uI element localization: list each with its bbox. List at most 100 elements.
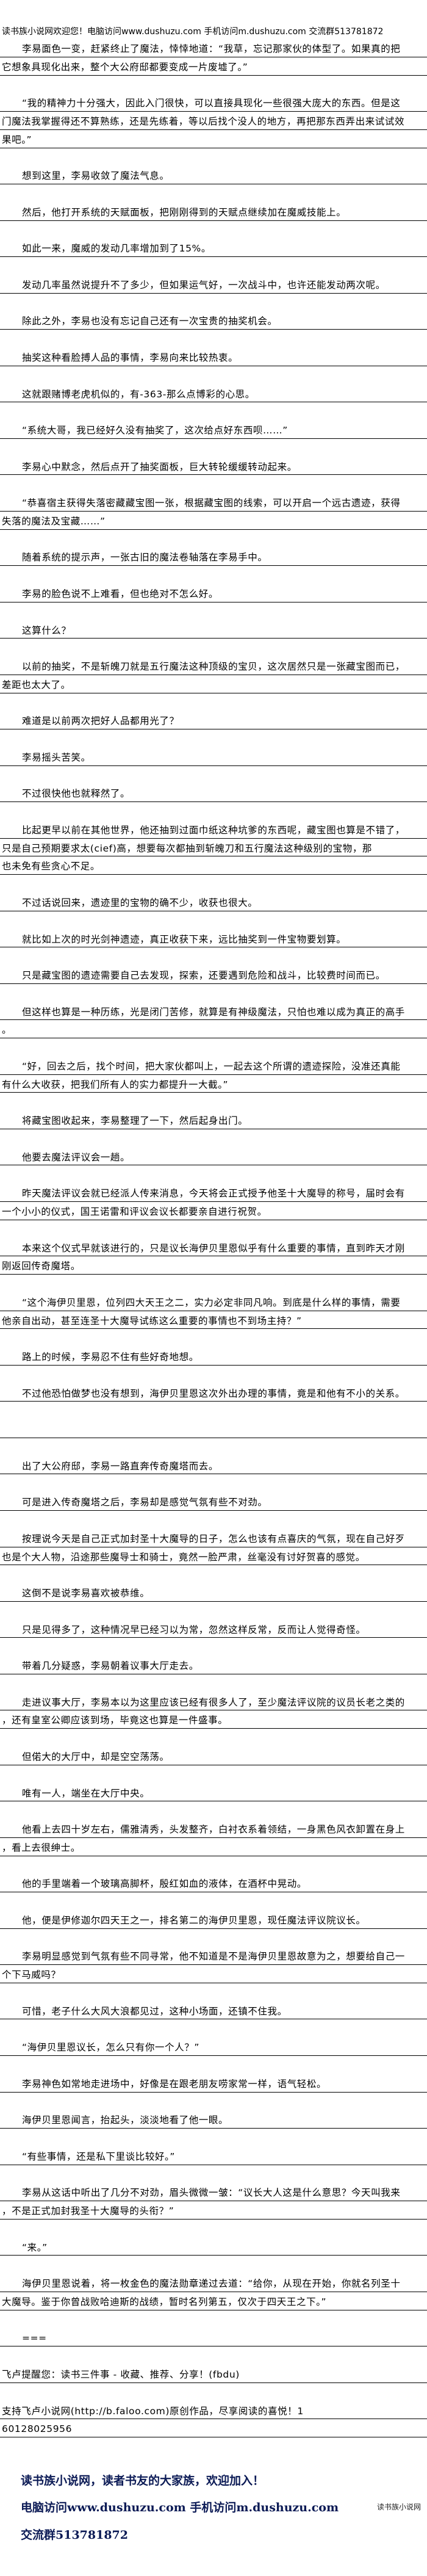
text-line: “海伊贝里恩议长，怎么只有你一个人？” xyxy=(0,2038,427,2056)
paragraph: “恭喜宿主获得失落密藏藏宝图一张，根据藏宝图的线索，可以开启一个远古遗迹，获得失… xyxy=(0,493,427,530)
paragraph: 飞卢提醒您：读书三件事 - 收藏、推荐、分享！(fbdu) xyxy=(0,2365,427,2383)
text-line: ，还有皇室公卿应该到场，毕竟这也算是一件盛事。 xyxy=(0,1710,427,1729)
paragraph: “我的精神力十分强大，因此入门很快，可以直接具现化一些很强大庞大的东西。但是这门… xyxy=(0,93,427,148)
text-line: 不过他恐怕做梦也没有想到，海伊贝里恩这次外出办理的事情，竟是和他有不小的关系。 xyxy=(0,1384,427,1402)
text-line: 带着几分疑惑，李易朝着议事大厅走去。 xyxy=(0,1656,427,1674)
text-line: 果吧。” xyxy=(0,130,427,148)
text-line: 李易神色如常地走进场中，好像是在跟老朋友唠家常一样，语气轻松。 xyxy=(0,2074,427,2093)
text-line: 也是个大人物，沿途那些魔导士和骑士，竟然一脸严肃，丝毫没有讨好贺喜的感觉。 xyxy=(0,1547,427,1566)
text-line: 李易明显感觉到气氛有些不同寻常，他不知道是不是海伊贝里恩故意为之，想要给自己一 xyxy=(0,1947,427,1966)
paragraph: 李易心中默念，然后点开了抽奖面板，巨大转轮缓缓转动起来。 xyxy=(0,457,427,476)
paragraph: “好，回去之后，找个时间，把大家伙都叫上，一起去这个所谓的遗迹探险，没准还真能有… xyxy=(0,1057,427,1093)
text-line: 随着系统的提示声，一张古旧的魔法卷轴落在李易手中。 xyxy=(0,548,427,566)
text-line: 难道是以前两次把好人品都用光了？ xyxy=(0,711,427,730)
text-line: 昨天魔法评议会就已经派人传来消息，今天将会正式授予他圣十大魔导的称号，届时会有 xyxy=(0,1184,427,1202)
paragraph: 本来这个仪式早就该进行的，只是议长海伊贝里恩似乎有什么重要的事情，直到昨天才刚刚… xyxy=(0,1239,427,1275)
paragraph: 除此之外，李易也没有忘记自己还有一次宝贵的抽奖机会。 xyxy=(0,311,427,330)
text-line: 除此之外，李易也没有忘记自己还有一次宝贵的抽奖机会。 xyxy=(0,311,427,330)
paragraph: 李易神色如常地走进场中，好像是在跟老朋友唠家常一样，语气轻松。 xyxy=(0,2074,427,2093)
paragraph: 李易面色一变，赶紧终止了魔法，悻悻地道：“我草，忘记那家伙的体型了。如果真的把它… xyxy=(0,39,427,76)
text-line: 可惜，老子什么大风大浪都见过，这种小场面，还镇不住我。 xyxy=(0,2002,427,2020)
text-line: 他要去魔法评议会一趟。 xyxy=(0,1148,427,1166)
text-line: 只是藏宝图的遗迹需要自己去发现，探索，还要遇到危险和战斗，比较费时间而已。 xyxy=(0,966,427,984)
text-line xyxy=(0,1420,427,1438)
paragraph: 海伊贝里恩说着，将一枚金色的魔法勋章递过去道：“给你，从现在开始，你就名列圣十大… xyxy=(0,2274,427,2310)
paragraph: 但这样也算是一种历练，光是闭门苦修，就算是有神级魔法，只怕也难以成为真正的高手。 xyxy=(0,1002,427,1039)
text-line: 飞卢提醒您：读书三件事 - 收藏、推荐、分享！(fbdu) xyxy=(0,2365,427,2383)
paragraph: 比起更早以前在其他世界，他还抽到过面巾纸这种坑爹的东西呢，藏宝图也算是不错了，只… xyxy=(0,820,427,875)
footer: 读书族小说网，读者书友的大家族，欢迎加入！ 电脑访问www.dushuzu.co… xyxy=(0,2469,427,2576)
paragraph: 可惜，老子什么大风大浪都见过，这种小场面，还镇不住我。 xyxy=(0,2002,427,2020)
text-line: 李易摇头苦笑。 xyxy=(0,748,427,766)
text-line: 比起更早以前在其他世界，他还抽到过面巾纸这种坑爹的东西呢，藏宝图也算是不错了， xyxy=(0,820,427,839)
text-line: 大魔导。鉴于你曾战败哈迪斯的战绩，暂时名列第五，仅次于四天王之下。” xyxy=(0,2292,427,2310)
text-line: 60128025956 xyxy=(0,2419,427,2438)
paragraph: 只是藏宝图的遗迹需要自己去发现，探索，还要遇到危险和战斗，比较费时间而已。 xyxy=(0,966,427,984)
text-line: 将藏宝图收起来，李易整理了一下，然后起身出门。 xyxy=(0,1111,427,1129)
text-line: 抽奖这种看脸搏人品的事情，李易向来比较热衷。 xyxy=(0,348,427,366)
paragraph: 发动几率虽然说提升不了多少，但如果运气好，一次战斗中，也许还能发动两次呢。 xyxy=(0,275,427,294)
paragraph: 只是见得多了，这种情况早已经习以为常，忽然这样反常，反而让人觉得奇怪。 xyxy=(0,1620,427,1638)
text-line: “恭喜宿主获得失落密藏藏宝图一张，根据藏宝图的线索，可以开启一个远古遗迹，获得 xyxy=(0,493,427,512)
paragraph: 将藏宝图收起来，李易整理了一下，然后起身出门。 xyxy=(0,1111,427,1129)
text-line: 支持飞卢小说网(http://b.faloo.com)原创作品，尽享阅读的喜悦！… xyxy=(0,2401,427,2420)
text-line: 这就跟赌博老虎机似的，有-363-那么点博彩的心思。 xyxy=(0,385,427,403)
paragraph: 他要去魔法评议会一趟。 xyxy=(0,1148,427,1166)
paragraph: 支持飞卢小说网(http://b.faloo.com)原创作品，尽享阅读的喜悦！… xyxy=(0,2401,427,2438)
text-line: 失落的魔法及宝藏……” xyxy=(0,512,427,530)
text-line: 门魔法我掌握得还不算熟练，还是先练着，等以后找个没人的地方，再把那东西弄出来试试… xyxy=(0,112,427,130)
text-line: 一个小小的仪式，国王诺雷和评议会议长都要亲自进行祝贺。 xyxy=(0,1202,427,1220)
text-line: 发动几率虽然说提升不了多少，但如果运气好，一次战斗中，也许还能发动两次呢。 xyxy=(0,275,427,294)
text-line: “系统大哥，我已经好久没有抽奖了，这次给点好东西呗……” xyxy=(0,421,427,439)
text-line: 有什么大收获，把我们所有人的实力都提升一大截。” xyxy=(0,1075,427,1093)
paragraph: 可是进入传奇魔塔之后，李易却是感觉气氛有些不对劲。 xyxy=(0,1492,427,1511)
text-line: 可是进入传奇魔塔之后，李易却是感觉气氛有些不对劲。 xyxy=(0,1492,427,1511)
text-line: 本来这个仪式早就该进行的，只是议长海伊贝里恩似乎有什么重要的事情，直到昨天才刚 xyxy=(0,1239,427,1257)
text-line: 想到这里，李易收敛了魔法气息。 xyxy=(0,166,427,185)
paragraph: 这就跟赌博老虎机似的，有-363-那么点博彩的心思。 xyxy=(0,385,427,403)
paragraph: 如此一来，魔威的发动几率增加到了15%。 xyxy=(0,239,427,258)
text-line: 李易面色一变，赶紧终止了魔法，悻悻地道：“我草，忘记那家伙的体型了。如果真的把 xyxy=(0,39,427,57)
text-line: 它想象具现化出来，整个大公府邸都要变成一片废墟了。” xyxy=(0,57,427,76)
paragraph: 海伊贝里恩闻言，抬起头，淡淡地看了他一眼。 xyxy=(0,2110,427,2129)
site-header: 读书族小说网欢迎您！电脑访问www.dushuzu.com 手机访问m.dush… xyxy=(2,27,384,37)
text-line: 不过很快他也就释然了。 xyxy=(0,784,427,803)
text-line: === xyxy=(0,2328,427,2347)
paragraph: 想到这里，李易收敛了魔法气息。 xyxy=(0,166,427,185)
paragraph: 抽奖这种看脸搏人品的事情，李易向来比较热衷。 xyxy=(0,348,427,366)
footer-brand-logo: 读书族小说网 xyxy=(376,2503,421,2511)
text-line: 海伊贝里恩说着，将一枚金色的魔法勋章递过去道：“给你，从现在开始，你就名列圣十 xyxy=(0,2274,427,2292)
paragraph: 就比如上次的时光剑神遗迹，真正收获下来，远比抽奖到一件宝物要划算。 xyxy=(0,930,427,948)
paragraph: 他，便是伊修迦尔四天王之一，排名第二的海伊贝里恩，现任魔法评议院议长。 xyxy=(0,1911,427,1929)
text-line: 李易的脸色说不上难看，但也绝对不怎么好。 xyxy=(0,584,427,602)
paragraph: 不过很快他也就释然了。 xyxy=(0,784,427,803)
paragraph: 按理说今天是自己正式加封圣十大魔导的日子，怎么也该有点喜庆的气氛，现在自己好歹也… xyxy=(0,1529,427,1566)
text-line: 然后，他打开系统的天赋面板，把刚刚得到的天赋点继续加在魔威技能上。 xyxy=(0,203,427,221)
paragraph: 李易从这话中听出了几分不对劲，眉头微微一皱：“议长大人这是什么意思？今天叫我来，… xyxy=(0,2183,427,2220)
text-line: 路上的时候，李易忍不住有些好奇地想。 xyxy=(0,1347,427,1366)
paragraph: 但偌大的大厅中，却是空空荡荡。 xyxy=(0,1747,427,1765)
paragraph: 他看上去四十岁左右，儒雅清秀，头发整齐，白衬衣系着领结，一身黑色风衣卸置在身上，… xyxy=(0,1820,427,1856)
text-line: 个下马威吗？ xyxy=(0,1965,427,1983)
paragraph: “来。” xyxy=(0,2238,427,2256)
text-line: 李易心中默念，然后点开了抽奖面板，巨大转轮缓缓转动起来。 xyxy=(0,457,427,476)
text-line: 他亲自出动，甚至连圣十大魔导试练这么重要的事情也不到场主持？” xyxy=(0,1311,427,1330)
text-line: “有些事情，还是私下里谈比较好。” xyxy=(0,2147,427,2165)
text-line: 这倒不是说李易喜欢被恭维。 xyxy=(0,1583,427,1602)
text-line: “来。” xyxy=(0,2238,427,2256)
text-line: 以前的抽奖，不是斩魄刀就是五行魔法这种顶级的宝贝，这次居然只是一张藏宝图而已， xyxy=(0,657,427,675)
footer-access-links[interactable]: 电脑访问www.dushuzu.com 手机访问m.dushuzu.com xyxy=(21,2501,339,2514)
paragraph: 李易摇头苦笑。 xyxy=(0,748,427,766)
paragraph: 路上的时候，李易忍不住有些好奇地想。 xyxy=(0,1347,427,1366)
text-line: 但这样也算是一种历练，光是闭门苦修，就算是有神级魔法，只怕也难以成为真正的高手 xyxy=(0,1002,427,1021)
text-line: ，看上去很绅士。 xyxy=(0,1838,427,1856)
text-line: ，不是正式加封我圣十大魔导的头衔？” xyxy=(0,2201,427,2220)
paragraph: 不过他恐怕做梦也没有想到，海伊贝里恩这次外出办理的事情，竟是和他有不小的关系。 xyxy=(0,1384,427,1402)
paragraph: 以前的抽奖，不是斩魄刀就是五行魔法这种顶级的宝贝，这次居然只是一张藏宝图而已，差… xyxy=(0,657,427,693)
text-line: 就比如上次的时光剑神遗迹，真正收获下来，远比抽奖到一件宝物要划算。 xyxy=(0,930,427,948)
paragraph: “系统大哥，我已经好久没有抽奖了，这次给点好东西呗……” xyxy=(0,421,427,439)
paragraph: 难道是以前两次把好人品都用光了？ xyxy=(0,711,427,730)
paragraph: 唯有一人，端坐在大厅中央。 xyxy=(0,1784,427,1802)
paragraph: “有些事情，还是私下里谈比较好。” xyxy=(0,2147,427,2165)
text-line: “我的精神力十分强大，因此入门很快，可以直接具现化一些很强大庞大的东西。但是这 xyxy=(0,93,427,112)
